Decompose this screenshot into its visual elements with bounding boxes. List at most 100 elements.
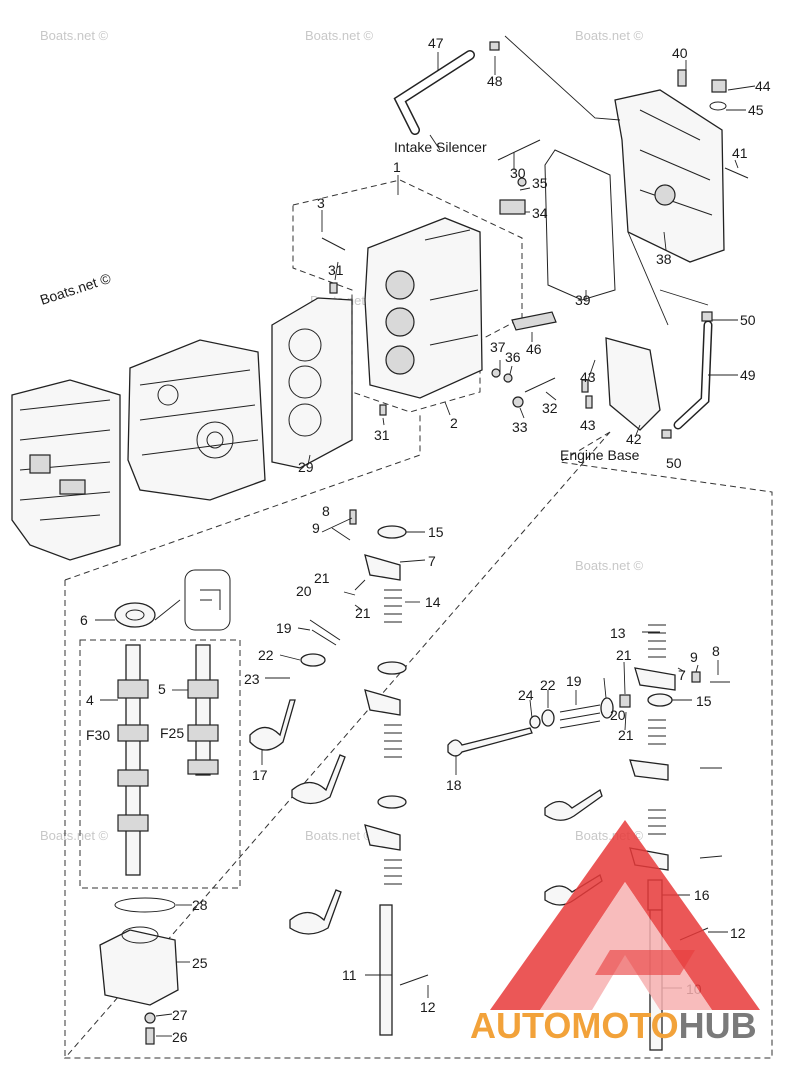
callout-7: 7 [428, 553, 436, 569]
callout-45: 45 [748, 102, 764, 118]
callout-15: 15 [696, 693, 712, 709]
callout-11: 11 [342, 967, 357, 983]
callout-9: 9 [312, 520, 320, 536]
callout-21: 21 [616, 647, 632, 663]
callout-21: 21 [355, 605, 371, 621]
callout-27: 27 [172, 1007, 188, 1023]
connector-line [504, 35, 621, 121]
callout-8: 8 [712, 643, 720, 659]
pin-31 [379, 404, 387, 416]
rocker-assembly-top [249, 509, 407, 751]
intake-silencer-label: Intake Silencer [394, 139, 487, 155]
brand-auto-text: AUTOMOTOHUB [470, 1005, 757, 1046]
callout-14: 14 [425, 594, 441, 610]
callout-23: 23 [244, 671, 260, 687]
callout-33: 33 [512, 419, 528, 435]
callout-15: 15 [428, 524, 444, 540]
callout-25: 25 [192, 955, 208, 971]
callout-44: 44 [755, 78, 771, 94]
callout-42: 42 [626, 431, 642, 447]
callout-48: 48 [487, 73, 503, 89]
callout-50: 50 [740, 312, 756, 328]
watermark: Boats.net © [575, 558, 644, 573]
callout-31: 31 [374, 427, 390, 443]
washer-27 [144, 1012, 156, 1024]
bolt-40 [677, 69, 687, 87]
screw-35 [517, 177, 527, 187]
callout-2: 2 [450, 415, 458, 431]
watermark: Boats.net © [575, 28, 644, 43]
callout-3: 3 [317, 195, 325, 211]
camshaft-box [79, 639, 241, 889]
watermark: Boats.net © [40, 28, 109, 43]
callout-20: 20 [610, 707, 626, 723]
callout-21: 21 [314, 570, 330, 586]
callout-17: 17 [252, 767, 268, 783]
callout-22: 22 [258, 647, 274, 663]
callout-32: 32 [542, 400, 558, 416]
callout-49: 49 [740, 367, 756, 383]
callout-6: 6 [80, 612, 88, 628]
watermark: Boats.net © [40, 828, 109, 843]
connector-line [659, 289, 709, 306]
callout-39: 39 [575, 292, 591, 308]
head-gasket-29 [271, 297, 353, 469]
clamp-34 [499, 199, 526, 215]
clip-48 [489, 41, 500, 51]
f30-label: F30 [86, 727, 110, 743]
thermostat-housing-25 [99, 926, 179, 1006]
clip-50 [701, 311, 713, 322]
callout-19: 19 [566, 673, 582, 689]
callout-38: 38 [656, 251, 672, 267]
engine-block-rear [11, 379, 121, 561]
callout-30: 30 [510, 165, 526, 181]
bolt-32 [524, 377, 556, 393]
plate-42 [605, 337, 661, 431]
detail-inset [184, 569, 231, 631]
callout-8: 8 [322, 503, 330, 519]
callout-50: 50 [666, 455, 682, 471]
bolt-30 [497, 139, 541, 161]
callout-43: 43 [580, 417, 596, 433]
watermark: Boats.net © [305, 28, 374, 43]
engine-block-front [127, 339, 266, 501]
camshaft-f25 [187, 644, 219, 776]
callout-20: 20 [296, 583, 312, 599]
callout-19: 19 [276, 620, 292, 636]
hose-41 [724, 167, 749, 179]
stud-3 [321, 237, 346, 251]
callout-1: 1 [393, 159, 401, 175]
callout-21: 21 [618, 727, 634, 743]
callout-26: 26 [172, 1029, 188, 1045]
watermark-dark: Boats.net © [38, 270, 113, 308]
cap-44 [711, 79, 727, 93]
callout-40: 40 [672, 45, 688, 61]
callout-34: 34 [532, 205, 548, 221]
callout-22: 22 [540, 677, 556, 693]
callout-16: 16 [694, 887, 710, 903]
callout-41: 41 [732, 145, 748, 161]
callout-37: 37 [490, 339, 506, 355]
cylinder-head [364, 217, 483, 399]
automotohub-logo: AUTOMOTOHUB [470, 820, 760, 1046]
callout-9: 9 [690, 649, 698, 665]
connector-line [627, 231, 669, 326]
callout-12: 12 [730, 925, 746, 941]
bolt-43 [581, 379, 589, 393]
engine-base-label: Engine Base [560, 447, 640, 463]
shaft-11 [379, 904, 393, 1036]
bolt-12 [399, 974, 429, 986]
pin-31 [329, 282, 338, 294]
camshaft-f30 [117, 644, 149, 876]
washer-37 [491, 368, 501, 378]
f25-label: F25 [160, 725, 184, 741]
callout-24: 24 [518, 687, 534, 703]
callout-35: 35 [532, 175, 548, 191]
callout-29: 29 [298, 459, 314, 475]
callout-31: 31 [328, 262, 344, 278]
callout-5: 5 [158, 681, 166, 697]
callout-12: 12 [420, 999, 436, 1015]
callout-4: 4 [86, 692, 94, 708]
callout-36: 36 [505, 349, 521, 365]
